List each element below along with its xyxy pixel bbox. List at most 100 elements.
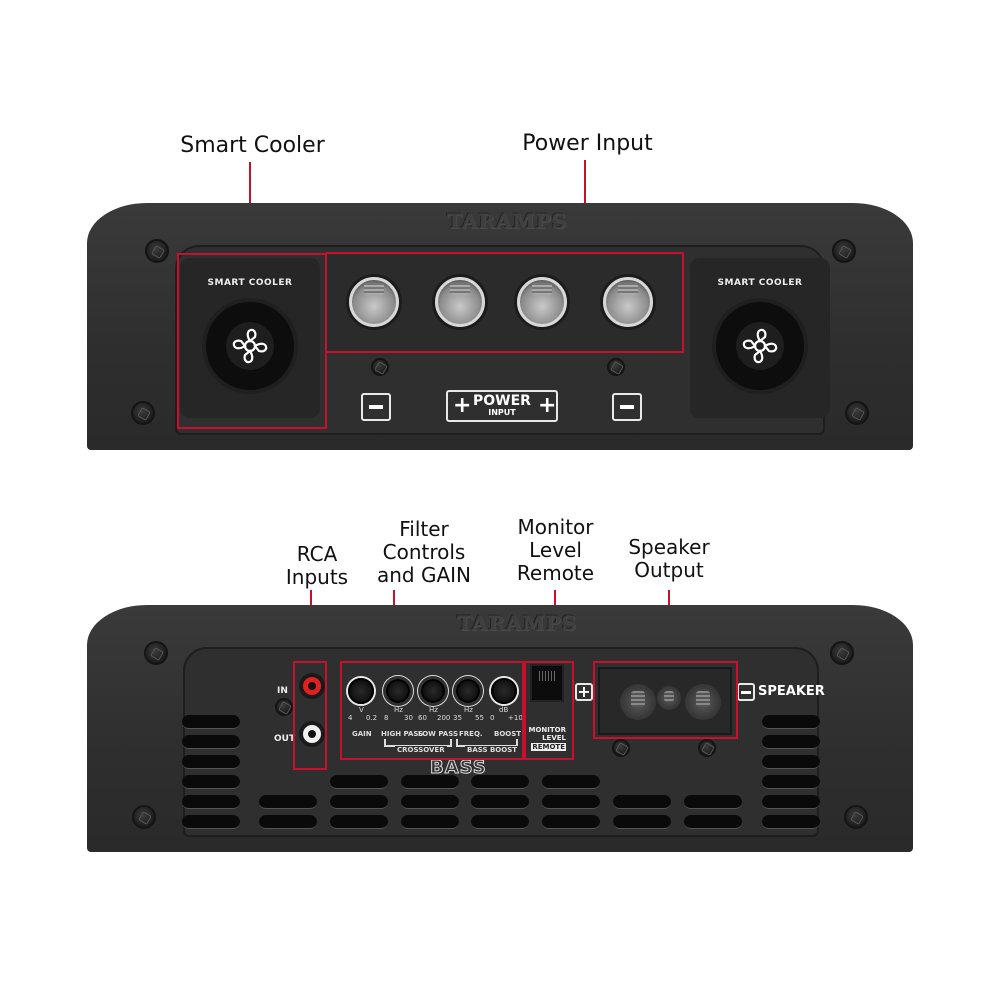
freq-unit: Hz xyxy=(464,706,473,714)
bass-logo: BASS xyxy=(430,757,487,779)
vent-slot xyxy=(684,795,742,809)
vent-slot xyxy=(330,775,388,789)
monitor-line: LEVEL xyxy=(542,734,566,742)
vent-slot xyxy=(330,795,388,809)
low-pass-label: LOW PASS xyxy=(418,730,458,738)
freq-label: FREQ. xyxy=(459,730,483,738)
smart-cooler-fan-left: SMART COOLER xyxy=(180,258,320,418)
brand-logo: TARAMPS xyxy=(447,209,568,233)
callout-monitor-level-remote: Monitor Level Remote xyxy=(503,516,608,585)
speaker-terminal-positive[interactable] xyxy=(620,684,656,720)
gain-min: 4 xyxy=(348,714,353,722)
crossover-label: CROSSOVER xyxy=(395,746,447,754)
vent-slot xyxy=(259,815,317,829)
gain-knob[interactable] xyxy=(348,678,374,704)
vent-slot xyxy=(182,775,240,789)
callout-line: Inputs xyxy=(285,565,349,589)
screw xyxy=(845,401,869,425)
monitor-remote-rj-port[interactable] xyxy=(530,664,564,702)
vent-slot xyxy=(471,775,529,789)
callout-power-input: Power Input xyxy=(522,131,653,156)
vent-slot xyxy=(613,795,671,809)
bass-boost-knob[interactable] xyxy=(491,678,517,704)
screw xyxy=(132,805,156,829)
highlight-filter-controls xyxy=(340,661,524,760)
boost-min: 0 xyxy=(490,714,495,722)
fan-icon xyxy=(226,322,274,370)
callout-line: Monitor xyxy=(517,515,594,539)
power-terminal xyxy=(517,277,567,327)
remote-badge: REMOTE xyxy=(531,743,566,751)
speaker-label: SPEAKER xyxy=(758,684,825,699)
fan-housing xyxy=(712,298,808,394)
callout-line: Speaker xyxy=(628,535,710,559)
speaker-plus-marking: + xyxy=(575,683,593,701)
high-pass-label: HIGH PASS xyxy=(381,730,424,738)
callout-line: Level xyxy=(529,538,582,562)
vent-slot xyxy=(613,815,671,829)
vent-slot xyxy=(259,795,317,809)
smart-cooler-fan-right: SMART COOLER xyxy=(690,258,830,418)
vent-slot xyxy=(542,795,600,809)
highlight-monitor-remote xyxy=(524,661,574,760)
speaker-terminal-negative[interactable] xyxy=(685,684,721,720)
plus-icon: + xyxy=(538,393,557,418)
fan-label: SMART COOLER xyxy=(717,278,803,288)
bass-boost-label: BASS BOOST xyxy=(465,746,520,754)
minus-icon xyxy=(620,405,634,409)
speaker-terminal-block xyxy=(598,667,732,735)
plus-icon: + xyxy=(453,393,472,418)
callout-filter-controls: Filter Controls and GAIN xyxy=(368,518,480,587)
amplifier-top-view: TARAMPS SMART COOLER SMART COOLER xyxy=(87,203,913,450)
rca-input-jack-red[interactable] xyxy=(299,673,325,699)
vent-slot xyxy=(182,815,240,829)
rca-output-jack-white[interactable] xyxy=(299,721,325,747)
monitor-line: MONITOR xyxy=(528,726,567,734)
callout-line: Remote xyxy=(516,561,595,585)
highlight-smart-cooler xyxy=(177,253,327,429)
boost-label: BOOST xyxy=(494,730,522,738)
minus-icon xyxy=(741,690,751,694)
vent-slot xyxy=(762,815,820,829)
power-label: POWER xyxy=(473,393,531,409)
screw xyxy=(612,739,630,757)
gain-unit: V xyxy=(359,706,364,714)
boost-unit: dB xyxy=(499,706,509,714)
highlight-rca-inputs xyxy=(293,661,327,770)
ground-minus-marking-left xyxy=(361,393,391,421)
vent-slot xyxy=(471,815,529,829)
power-terminal xyxy=(349,277,399,327)
vent-slot xyxy=(471,795,529,809)
high-pass-knob[interactable] xyxy=(386,679,410,703)
callout-rca-inputs: RCA Inputs xyxy=(272,543,362,589)
ground-minus-marking-right xyxy=(612,393,642,421)
low-pass-unit: Hz xyxy=(429,706,438,714)
callout-speaker-output: Speaker Output xyxy=(614,536,724,582)
screw xyxy=(832,239,856,263)
gain-max: 0.2 xyxy=(366,714,378,722)
screw xyxy=(275,698,293,716)
callout-line: RCA xyxy=(296,542,338,566)
bass-freq-knob[interactable] xyxy=(456,679,480,703)
rca-out-label: OUT xyxy=(274,734,296,744)
vent-slot xyxy=(401,775,459,789)
low-pass-max: 200 xyxy=(437,714,451,722)
screw xyxy=(698,739,716,757)
callout-smart-cooler: Smart Cooler xyxy=(180,133,325,158)
high-pass-unit: Hz xyxy=(394,706,403,714)
vent-slot xyxy=(762,795,820,809)
monitor-level-remote-label: MONITOR LEVEL REMOTE xyxy=(528,726,566,751)
speaker-minus-marking xyxy=(737,683,755,701)
vent-slot xyxy=(542,775,600,789)
high-pass-min: 8 xyxy=(384,714,389,722)
power-terminal-bar xyxy=(327,255,682,351)
low-pass-min: 60 xyxy=(418,714,427,722)
low-pass-knob[interactable] xyxy=(421,679,445,703)
power-input-marking: + POWER INPUT + xyxy=(446,390,558,422)
vent-slot xyxy=(762,735,820,749)
brand-logo: TARAMPS xyxy=(457,611,578,635)
vent-slot xyxy=(330,815,388,829)
callout-line: and GAIN xyxy=(376,563,472,587)
speaker-terminal-center xyxy=(657,686,681,710)
vent-slot xyxy=(182,795,240,809)
